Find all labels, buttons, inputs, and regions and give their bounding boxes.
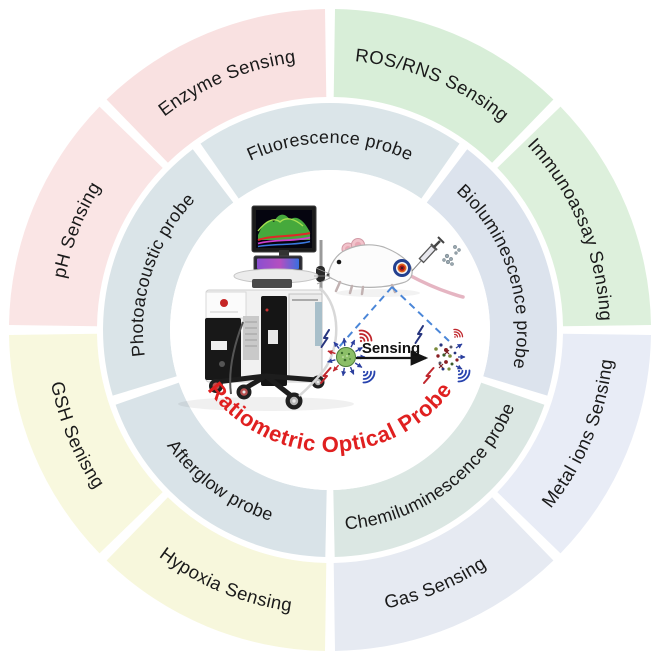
bolt-blue-icon: [414, 325, 424, 344]
inner-segment-photoacoustic: [103, 149, 234, 396]
outer-segment-ros-rns: [333, 9, 554, 163]
probe-spikes: [327, 337, 366, 377]
outer-segment-enzyme: [106, 9, 327, 163]
outer-segment-immunoassay: [497, 106, 651, 327]
fragment-spikes: [455, 343, 466, 370]
mouse-illustration: [314, 238, 465, 299]
mouse-whiskers: [314, 267, 331, 285]
detection-dashed-lines: [338, 286, 450, 348]
mouse-eye: [336, 259, 342, 265]
outer-segment-metal-ions: [497, 333, 651, 554]
mouse-shadow: [336, 289, 420, 297]
cart-wheels: [209, 375, 325, 410]
bolt-blue-icon: [320, 329, 330, 348]
cart-logo: [220, 299, 228, 307]
inner-segment-chemiluminescence: [333, 382, 545, 557]
syringe-icon: [411, 236, 461, 272]
imaging-cart-illustration: [205, 205, 338, 410]
nanoparticle-sphere: [336, 347, 356, 367]
bolt-red-icon: [423, 367, 435, 384]
outer-segment-gsh: [9, 333, 163, 554]
fragment-dots: [434, 343, 459, 371]
fragment-crosses: [438, 349, 450, 369]
inner-segment-fluorescence: [200, 103, 460, 199]
mouse-body: [327, 244, 413, 288]
sensing-arrow-label: Sensing: [362, 340, 420, 357]
sphere-speckles: [340, 351, 351, 362]
particle-dots: [442, 245, 461, 266]
nanoprobe-disassembled-icon: [434, 343, 466, 371]
center-illustration: Sensing: [170, 170, 490, 490]
inner-segment-afterglow: [115, 382, 327, 557]
target-marker-icon: [393, 259, 411, 277]
probe-cable: [298, 287, 338, 397]
outer-segment-ph: [9, 106, 163, 327]
outer-segment-hypoxia: [106, 497, 327, 651]
outer-ring: [9, 9, 651, 651]
inner-ring: [103, 103, 557, 557]
inner-segment-bioluminescence: [426, 149, 557, 396]
excitation-bolt-icons: [320, 325, 435, 384]
bolt-red-icon: [320, 367, 332, 384]
outer-segment-gas: [333, 497, 554, 651]
nanoprobe-intact-icon: [327, 337, 366, 377]
mouse-tail: [407, 273, 465, 299]
cart-shadow: [178, 397, 354, 411]
